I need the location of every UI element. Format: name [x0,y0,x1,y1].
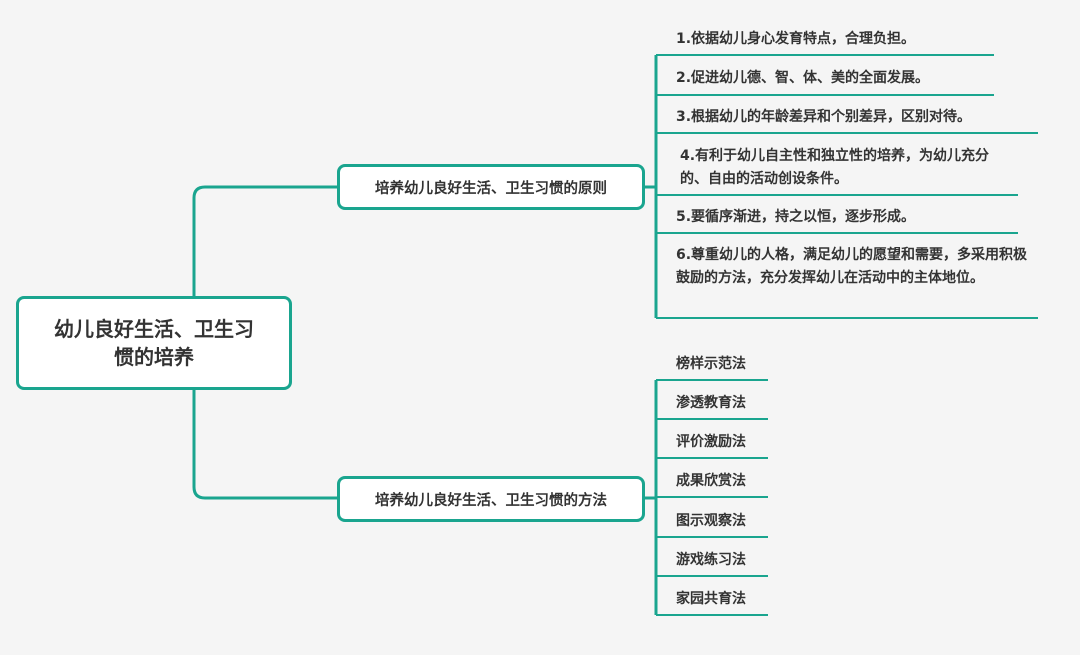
method-item-1[interactable]: 榜样示范法 [676,356,746,372]
principle-item-4[interactable]: 4.有利于幼儿自主性和独立性的培养，为幼儿充分的、自由的活动创设条件。 [680,148,990,187]
principle-item-5[interactable]: 5.要循序渐进，持之以恒，逐步形成。 [676,209,916,225]
method-item-2[interactable]: 渗透教育法 [676,395,746,411]
branch-principles[interactable]: 培养幼儿良好生活、卫生习惯的原则 [337,164,645,210]
principle-item-6[interactable]: 6.尊重幼儿的人格，满足幼儿的愿望和需要，多采用积极鼓励的方法，充分发挥幼儿在活… [676,247,1028,286]
principle-item-3[interactable]: 3.根据幼儿的年龄差异和个别差异，区别对待。 [676,109,972,125]
branch-principles-label: 培养幼儿良好生活、卫生习惯的原则 [375,180,607,197]
branch-methods-label: 培养幼儿良好生活、卫生习惯的方法 [375,492,607,509]
connector-root-principles [192,185,337,296]
method-item-4[interactable]: 成果欣赏法 [676,473,746,489]
root-topic[interactable]: 幼儿良好生活、卫生习惯的培养 [16,296,292,390]
principle-item-2[interactable]: 2.促进幼儿德、智、体、美的全面发展。 [676,70,930,86]
root-topic-label: 幼儿良好生活、卫生习惯的培养 [54,317,254,369]
principle-item-1[interactable]: 1.依据幼儿身心发育特点，合理负担。 [676,31,916,47]
method-item-5[interactable]: 图示观察法 [676,513,746,529]
connector-root-methods [192,390,337,500]
method-item-7[interactable]: 家园共育法 [676,591,746,607]
branch-methods[interactable]: 培养幼儿良好生活、卫生习惯的方法 [337,476,645,522]
method-item-3[interactable]: 评价激励法 [676,434,746,450]
method-item-6[interactable]: 游戏练习法 [676,552,746,568]
